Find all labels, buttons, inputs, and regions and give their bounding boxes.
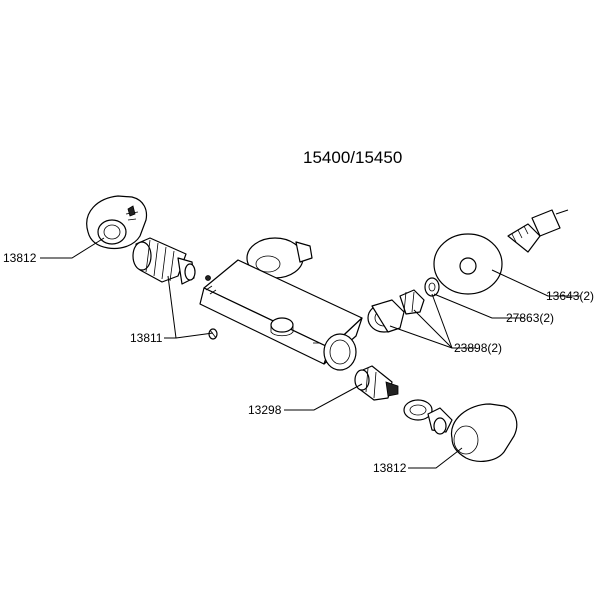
filter-washer — [424, 277, 440, 297]
mixer-body — [199, 237, 363, 371]
callout-23898: 23898(2) — [454, 341, 502, 355]
callout-13298: 13298 — [248, 403, 282, 417]
callout-13812-top: 13812 — [3, 251, 37, 265]
check-valve — [399, 289, 425, 315]
wall-cover-disc — [433, 233, 503, 295]
diverter-washer — [403, 399, 433, 421]
callout-27863: 27863(2) — [506, 311, 554, 325]
handle-top-left — [86, 195, 148, 250]
clip-part — [208, 328, 218, 340]
connection-nut — [367, 299, 405, 333]
callout-13812-bottom: 13812 — [373, 461, 407, 475]
thermostatic-cartridge — [132, 237, 211, 285]
leader-lines — [40, 237, 580, 469]
model-title: 15400/15450 — [303, 148, 402, 167]
callout-13811: 13811 — [130, 331, 163, 345]
inlet-union-fitting — [507, 209, 569, 253]
diverter-spindle — [427, 407, 453, 435]
callout-13643: 13643(2) — [546, 289, 594, 303]
valve-cartridge — [354, 365, 399, 401]
handle-bottom-right — [450, 403, 518, 462]
